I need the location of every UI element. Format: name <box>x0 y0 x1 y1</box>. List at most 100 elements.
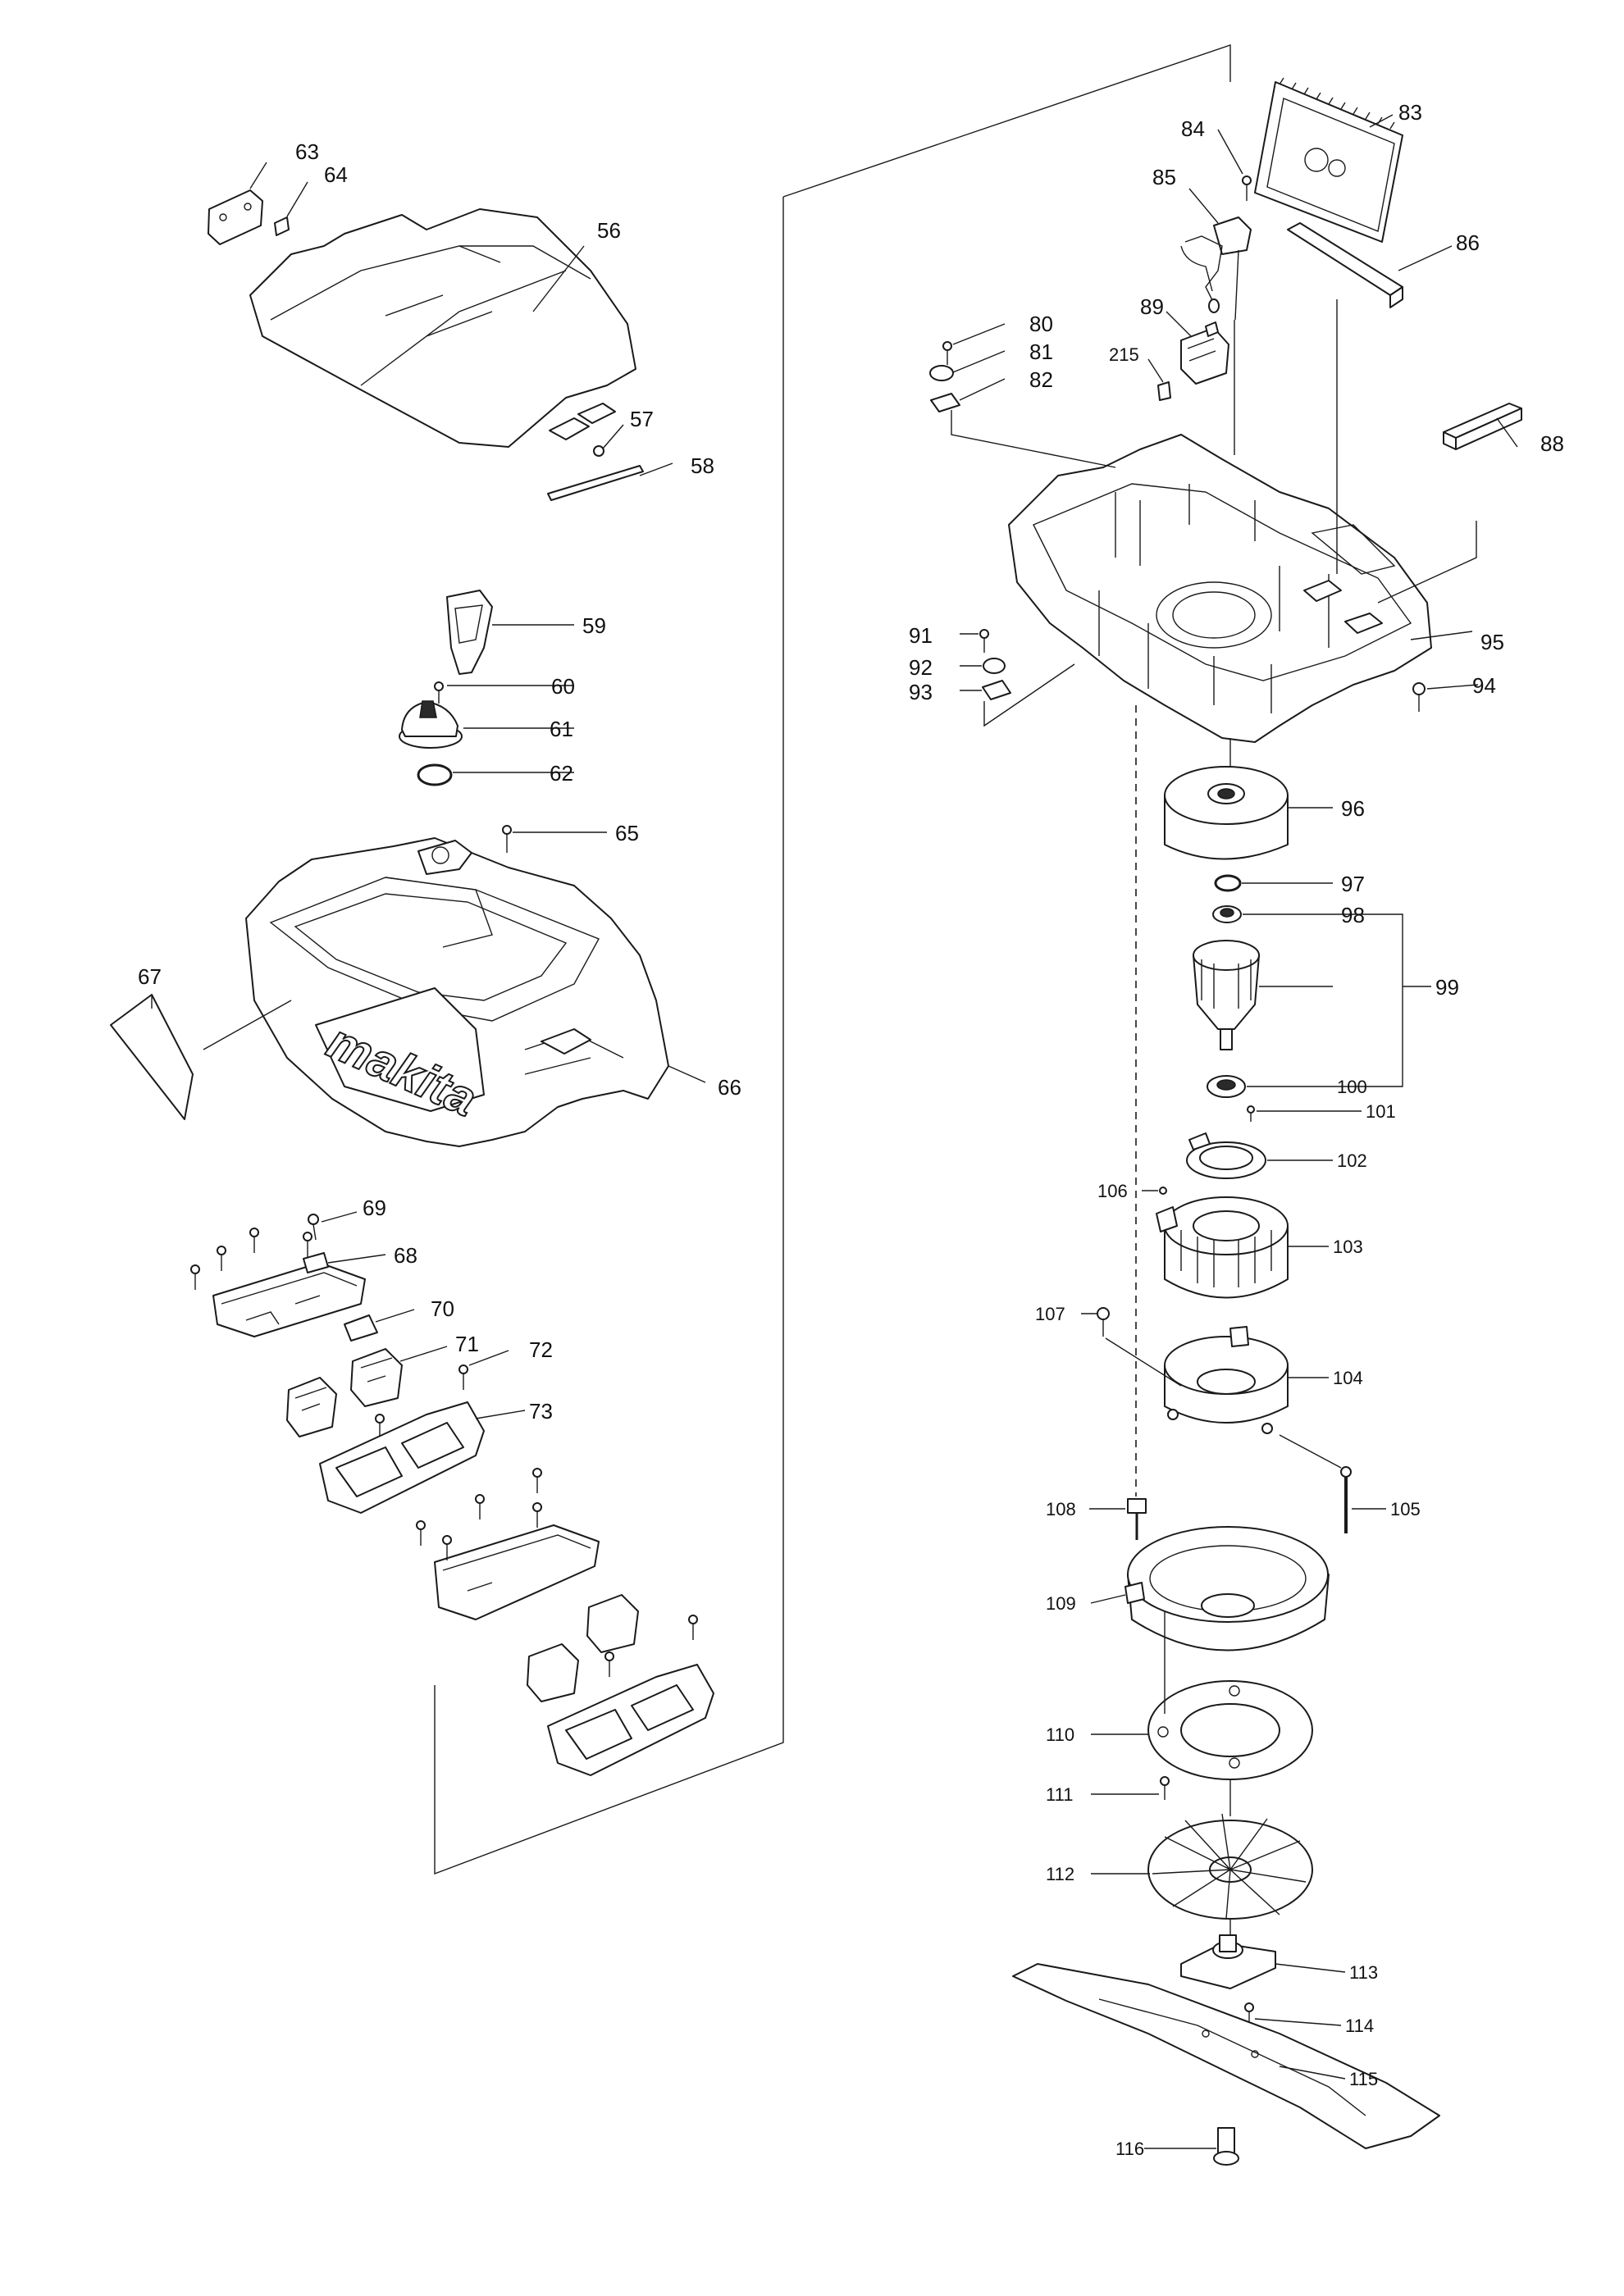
screw-part-80 <box>942 341 952 365</box>
knob-holder-part-59 <box>446 590 493 675</box>
label-114: 114 <box>1345 2016 1374 2036</box>
housing-part-66: makita <box>245 837 669 1147</box>
label-215: 215 <box>1109 344 1139 365</box>
mounting-base-part-109 <box>1124 1526 1330 1651</box>
label-112: 112 <box>1046 1864 1074 1884</box>
chassis-part-95 <box>1008 434 1432 743</box>
label-88: 88 <box>1540 431 1564 456</box>
label-69: 69 <box>363 1196 386 1220</box>
plate-ring-part-110 <box>1147 1680 1313 1780</box>
label-73: 73 <box>529 1399 553 1424</box>
label-97: 97 <box>1341 872 1365 896</box>
label-96: 96 <box>1341 796 1365 821</box>
knob-part-61 <box>399 700 463 749</box>
label-99: 99 <box>1435 975 1459 1000</box>
screw-part-94 <box>1412 682 1426 712</box>
label-63: 63 <box>295 139 319 164</box>
motor-cap-part-96 <box>1164 766 1289 860</box>
screw-part-114 <box>1244 2002 1254 2024</box>
spring-part-64 <box>274 216 290 236</box>
label-72: 72 <box>529 1337 553 1362</box>
label-103: 103 <box>1333 1237 1363 1257</box>
label-111: 111 <box>1046 1784 1073 1805</box>
bracket-part-68 <box>212 1252 366 1337</box>
bearing-part-98 <box>1212 905 1242 923</box>
long-screw-part-105 <box>1340 1466 1352 1533</box>
label-84: 84 <box>1181 116 1205 141</box>
motor-housing-part-104 <box>1164 1326 1289 1434</box>
label-110: 110 <box>1046 1724 1074 1745</box>
label-61: 61 <box>550 717 573 741</box>
clip-part-82 <box>930 393 960 412</box>
top-cover-part-56 <box>249 208 636 448</box>
label-66: 66 <box>718 1075 741 1100</box>
label-102: 102 <box>1337 1150 1367 1171</box>
label-107: 107 <box>1035 1304 1065 1324</box>
o-ring-part-62 <box>417 763 453 786</box>
label-95: 95 <box>1480 630 1504 654</box>
screw-part-84 <box>1242 175 1252 201</box>
label-82: 82 <box>1029 367 1053 392</box>
clip-part-63 <box>208 189 263 245</box>
label-60: 60 <box>551 674 575 699</box>
label-56: 56 <box>597 218 621 243</box>
label-93: 93 <box>909 680 933 704</box>
label-80: 80 <box>1029 312 1053 336</box>
foam-strip-part-86 <box>1287 222 1403 308</box>
label-91: 91 <box>909 623 933 648</box>
blade-part-115 <box>1012 1963 1440 2149</box>
label-98: 98 <box>1341 903 1365 927</box>
screw-part-111 <box>1160 1776 1170 1800</box>
washer-part-97 <box>1214 874 1242 892</box>
bolt-part-116 <box>1213 2127 1239 2166</box>
fan-part-112 <box>1147 1813 1313 1920</box>
stator-part-103 <box>1156 1196 1289 1299</box>
switch-part-85 <box>1180 216 1252 321</box>
screw-part-60 <box>434 681 444 704</box>
label-71: 71 <box>455 1332 479 1356</box>
label-108: 108 <box>1046 1499 1076 1519</box>
label-58: 58 <box>691 453 714 478</box>
small-part-215 <box>1157 381 1171 401</box>
label-89: 89 <box>1140 294 1164 319</box>
screw-part-91 <box>979 629 989 653</box>
label-106: 106 <box>1097 1181 1128 1201</box>
label-68: 68 <box>394 1243 417 1268</box>
screw-set-part-68-69 <box>190 1214 319 1290</box>
label-70: 70 <box>431 1296 454 1321</box>
nut-part-81 <box>929 365 954 381</box>
bolt-part-108 <box>1127 1498 1147 1540</box>
part-labels: 56 57 58 59 60 61 62 63 64 65 66 67 68 6… <box>138 100 1564 2159</box>
terminal-part-71 <box>286 1348 403 1437</box>
bearing-part-100 <box>1207 1075 1246 1098</box>
label-83: 83 <box>1398 100 1422 125</box>
label-100: 100 <box>1337 1077 1367 1097</box>
label-57: 57 <box>630 407 654 431</box>
label-65: 65 <box>615 821 639 845</box>
label-85: 85 <box>1152 165 1176 189</box>
rotor-part-99 <box>1193 940 1260 1050</box>
label-113: 113 <box>1349 1962 1378 1983</box>
screw-part-106 <box>1159 1187 1167 1195</box>
control-board-part-83 <box>1254 77 1403 243</box>
pin-part-57 <box>593 445 604 457</box>
label-109: 109 <box>1046 1593 1076 1614</box>
bracket-repeat <box>416 1468 714 1776</box>
sensor-part-89 <box>1180 321 1229 385</box>
label-116: 116 <box>1115 2139 1144 2159</box>
screw-part-101 <box>1247 1105 1255 1122</box>
rod-part-58 <box>547 465 644 501</box>
label-81: 81 <box>1029 339 1053 364</box>
foam-bar-part-88 <box>1443 403 1522 450</box>
plate-part-70 <box>344 1314 378 1342</box>
label-92: 92 <box>909 655 933 680</box>
label-115: 115 <box>1349 2069 1378 2089</box>
label-104: 104 <box>1333 1368 1363 1388</box>
label-64: 64 <box>324 162 348 187</box>
label-94: 94 <box>1472 673 1496 698</box>
label-105: 105 <box>1390 1499 1421 1519</box>
leader-lines <box>151 114 1518 2149</box>
label-101: 101 <box>1366 1101 1396 1122</box>
label-67: 67 <box>138 964 162 989</box>
